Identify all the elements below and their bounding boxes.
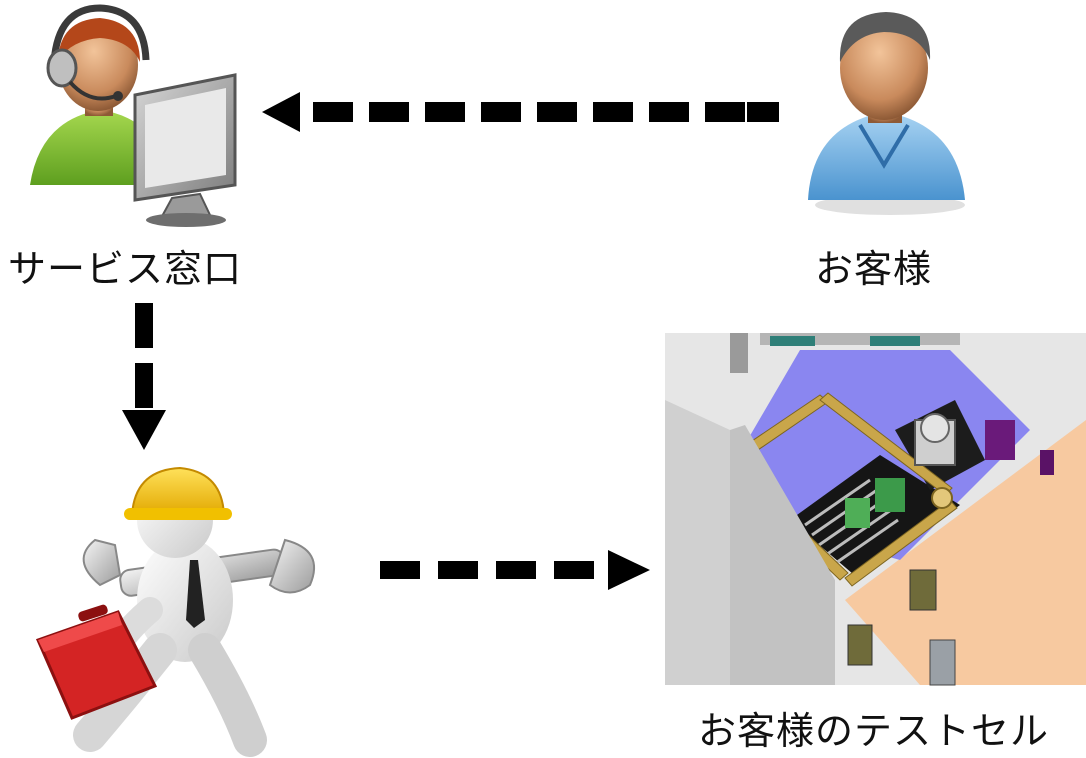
arrow-customer-to-service-desk	[262, 92, 779, 132]
call-center-operator-icon	[30, 4, 237, 227]
arrow-service-desk-to-technician	[122, 303, 166, 450]
test-cell-label: お客様のテストセル	[698, 709, 1050, 753]
arrow-technician-to-test-cell	[380, 550, 650, 590]
service-desk-label: サービス窓口	[8, 247, 243, 291]
technician-with-wrench-icon	[35, 466, 315, 757]
customer-person-icon	[808, 12, 965, 215]
test-cell-3d-layout	[665, 333, 1086, 686]
customer-label: お客様	[815, 247, 933, 291]
